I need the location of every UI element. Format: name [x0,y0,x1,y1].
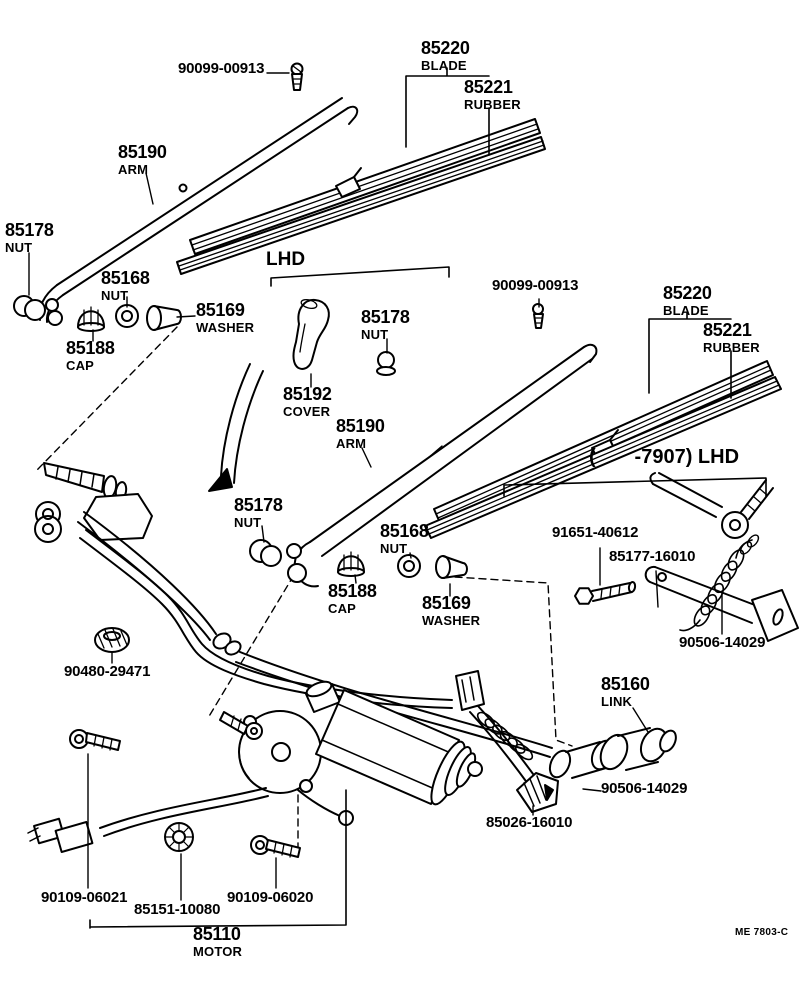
figure-code: ME 7803-C [735,927,789,938]
bolt-91651 [574,581,637,605]
part-label-85026-16010: 85026-16010 [486,814,573,831]
wiper-blade-2-rubber [424,376,782,539]
part-label-85177-16010: 85177-16010 [609,548,696,565]
nut-85168-2 [397,554,421,578]
dashed-guide-lines [36,326,573,853]
bracket-lines [89,67,767,934]
motor-harness [99,787,269,837]
blade-clip-1 [335,167,362,198]
install-arrow [208,363,264,492]
bolt-90109-06020 [250,835,301,858]
part-label-90099-00913-right: 90099-00913 [492,277,579,294]
pivot-assembly-right [649,472,774,555]
harness-connector [27,817,94,853]
wiper-blade-1-rubber [176,136,546,275]
washer-85169-1 [146,305,182,331]
cover-85192 [292,298,330,370]
part-label-91651-40612: 91651-40612 [552,524,639,541]
part-label-90480-29471: 90480-29471 [64,663,151,680]
grommet-90480 [94,627,130,653]
part-label-90506-14029-lower: 90506-14029 [601,780,688,797]
drive-rod-1 [77,511,553,758]
pivot-holder-85026 [516,772,559,813]
section-label-lhd-7907: ( -7907) LHD [589,446,740,468]
nut-85178-1 [13,295,46,321]
nut-85168-1 [115,304,139,328]
part-label-90099-00913-top: 90099-00913 [178,60,265,77]
nut-85178-2 [376,351,396,376]
cap-85188-2 [337,551,365,577]
rod-ball-joint [212,632,242,656]
screw-2 [532,303,544,329]
washer-85169-2 [435,555,468,579]
crank-85177 [644,565,799,642]
wiper-arm-2 [286,343,598,588]
screw-1 [290,62,304,91]
part-label-90109-06020: 90109-06020 [227,889,314,906]
leader-lines [28,72,723,901]
motor-bolt [219,711,263,740]
nut-85178-3 [249,539,282,567]
part-label-90506-14029-upper: 90506-14029 [679,634,766,651]
cap-85188-1 [77,306,105,332]
bolt-90109-06021 [69,729,121,751]
wiper-blade-1-frame [189,118,541,255]
rod-clamp [455,670,485,711]
section-label-lhd: LHD [266,249,306,270]
part-label-90109-06021: 90109-06021 [41,889,128,906]
part-label-85151-10080: 85151-10080 [134,901,221,918]
pivot-assembly-left [34,462,153,543]
spring-90506-2 [476,711,534,761]
spring-90506-1 [679,539,753,632]
link-85160 [548,727,677,779]
grommet-85151 [164,822,194,852]
